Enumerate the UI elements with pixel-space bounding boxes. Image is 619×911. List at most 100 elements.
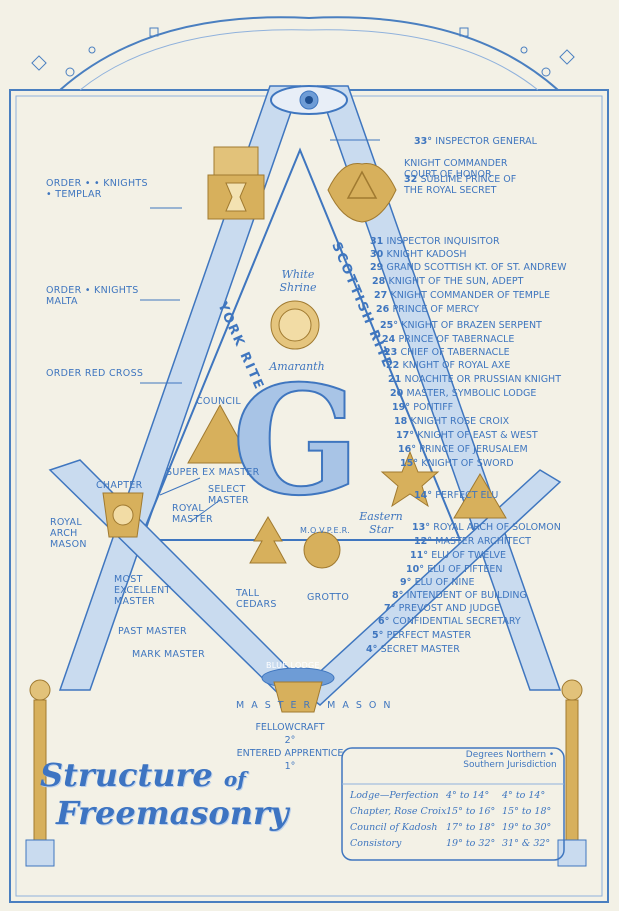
degree-number: 31 <box>370 236 387 247</box>
label-blue-lodge: BLUE LODGE <box>266 661 320 670</box>
table-cell-southern: 19° to 30° <box>502 822 552 833</box>
label-most-excellent-master: MOST EXCELLENT MASTER <box>114 574 171 607</box>
degree-title: KNIGHT OF EAST & WEST <box>417 430 538 441</box>
degree-number: 10° <box>406 564 428 575</box>
label-eastern-star: Eastern Star <box>359 510 403 536</box>
degree-item: 5° PERFECT MASTER <box>372 630 471 641</box>
degree-number: 4° <box>366 644 381 655</box>
label-fellowcraft: FELLOWCRAFT <box>255 722 325 733</box>
blue-lodge-emblem <box>261 667 335 713</box>
degree-item: KNIGHT COMMANDER COURT OF HONOR <box>404 158 534 180</box>
label-chapter: CHAPTER <box>96 480 143 491</box>
degree-title: INSPECTOR GENERAL <box>435 136 537 147</box>
degree-item: 8° INTENDENT OF BUILDING <box>392 590 527 601</box>
degree-item: 32 SUBLIME PRINCE OF THE ROYAL SECRET <box>404 174 534 196</box>
degree-number: 5° <box>372 630 387 641</box>
degree-number: 9° <box>400 577 415 588</box>
degree-item: 14° PERFECT ELU <box>414 490 498 501</box>
label-amaranth: Amaranth <box>269 360 325 373</box>
label-tall-cedars: TALL CEDARS <box>236 588 277 610</box>
all-seeing-eye <box>270 85 348 115</box>
degree-number: 27 <box>374 290 391 301</box>
degree-item: 22 KNIGHT OF ROYAL AXE <box>386 360 510 371</box>
degree-number: 16° <box>398 444 420 455</box>
letter-g: G <box>231 353 361 529</box>
degree-number: 20 <box>390 388 407 399</box>
degree-number: 26 <box>376 304 393 315</box>
degree-number: 14° <box>414 490 436 501</box>
degree-title: KNIGHT KADOSH <box>386 249 467 260</box>
label-fellowcraft-degree: 2° <box>284 735 296 746</box>
title-freemasonry: Freemasonry <box>56 794 289 832</box>
degree-item: 4° SECRET MASTER <box>366 644 460 655</box>
degree-number: 12° <box>414 536 436 547</box>
label-mvoper: M.O.V.P.E.R. <box>300 526 351 535</box>
degree-title: INTENDENT OF BUILDING <box>406 590 527 601</box>
degree-number: 29 <box>370 262 387 273</box>
label-red-cross: ORDER RED CROSS <box>46 368 144 379</box>
label-council: COUNCIL <box>196 396 241 407</box>
inner-triangle <box>138 147 462 541</box>
eastern-star-emblem <box>380 450 440 508</box>
degree-title: PREVOST AND JUDGE <box>398 603 501 614</box>
degree-number: 32 <box>404 174 421 185</box>
label-entered-apprentice: ENTERED APPRENTICE <box>236 748 344 759</box>
degree-title: KNIGHT OF SWORD <box>421 458 514 469</box>
degree-item: 16° PRINCE OF JERUSALEM <box>398 444 528 455</box>
table-cell-northern: 15° to 16° <box>446 806 496 817</box>
degree-number: 25° <box>380 320 402 331</box>
degree-number: 23 <box>384 347 401 358</box>
perfect-elu-emblem <box>453 473 507 519</box>
council-triangle-emblem <box>187 403 253 464</box>
jurisdiction-table-frame <box>341 747 565 861</box>
degree-item: 18 KNIGHT ROSE CROIX <box>394 416 509 427</box>
degree-title: MASTER, SYMBOLIC LODGE <box>406 388 537 399</box>
degree-title: INSPECTOR INQUISITOR <box>386 236 500 247</box>
amaranth-crown-emblem <box>270 300 320 350</box>
degree-item: 17° KNIGHT OF EAST & WEST <box>396 430 538 441</box>
degree-item: 24 PRINCE OF TABERNACLE <box>382 334 514 345</box>
label-past-master: PAST MASTER <box>118 626 187 637</box>
degree-number: 33° <box>414 136 436 147</box>
degree-number: 11° <box>410 550 432 561</box>
templar-emblem <box>207 146 265 220</box>
table-cell-northern: 4° to 14° <box>446 790 490 801</box>
top-arch-inner <box>79 29 539 91</box>
degree-number: 22 <box>386 360 403 371</box>
degree-title: NOACHITE OR PRUSSIAN KNIGHT <box>404 374 561 385</box>
table-cell-northern: 17° to 18° <box>446 822 496 833</box>
degree-number: 8° <box>392 590 407 601</box>
degree-title: PERFECT ELU <box>435 490 499 501</box>
degree-item: 11° ELU OF TWELVE <box>410 550 506 561</box>
degree-title: PERFECT MASTER <box>386 630 472 641</box>
table-cell-body: Consistory <box>350 838 402 849</box>
degree-item: 15° KNIGHT OF SWORD <box>400 458 514 469</box>
title-of: of <box>223 767 246 791</box>
leader-lines <box>140 139 380 523</box>
table-cell-southern: 15° to 18° <box>502 806 552 817</box>
degree-title: PONTIFF <box>413 402 454 413</box>
degree-number: 21 <box>388 374 405 385</box>
degree-number: 19° <box>392 402 414 413</box>
degree-number: 18 <box>394 416 411 427</box>
degree-title: KNIGHT COMMANDER COURT OF HONOR <box>404 158 508 180</box>
label-master-mason: MASTER MASON <box>236 700 398 711</box>
degree-item: 28 KNIGHT OF THE SUN, ADEPT <box>372 276 523 287</box>
degree-number: 17° <box>396 430 418 441</box>
table-header: Degrees Northern • Southern Jurisdiction <box>463 750 557 770</box>
title-block: Structure of Freemasonry <box>40 758 300 830</box>
degree-item: 33° INSPECTOR GENERAL <box>414 136 537 147</box>
degree-item: 13° ROYAL ARCH OF SOLOMON <box>412 522 561 533</box>
table-cell-southern: 4° to 14° <box>502 790 546 801</box>
chapter-keystone-emblem <box>102 492 144 538</box>
degree-number: 13° <box>412 522 434 533</box>
degree-item: 31 INSPECTOR INQUISITOR <box>370 236 500 247</box>
title-structure: Structure of <box>40 758 300 796</box>
scottish-eagle-emblem <box>327 163 397 223</box>
degree-item: 20 MASTER, SYMBOLIC LODGE <box>390 388 536 399</box>
right-ornament <box>459 27 575 77</box>
degree-item: 7° PREVOST AND JUDGE <box>384 603 500 614</box>
degree-number: 7° <box>384 603 399 614</box>
